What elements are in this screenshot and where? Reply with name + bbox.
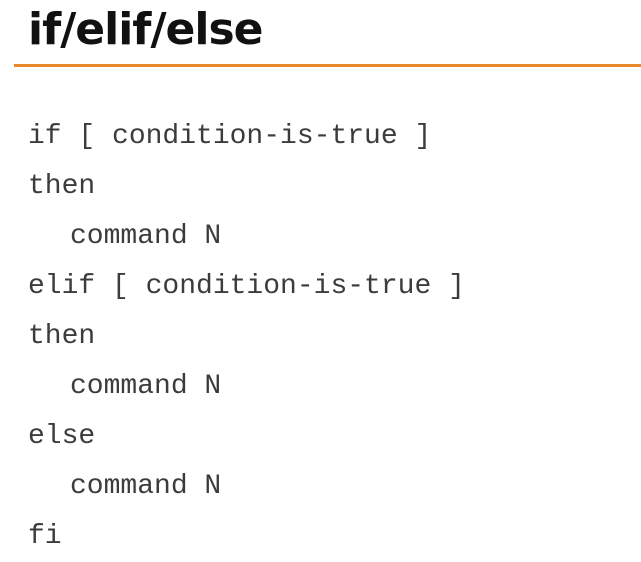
code-line-elif: elif [ condition-is-true ] [28, 271, 465, 302]
code-line-fi: fi [28, 521, 62, 552]
slide-title: if/elif/else [28, 4, 263, 55]
code-line-else: else [28, 421, 96, 452]
code-block: if [ condition-is-true ] then command N … [28, 112, 465, 562]
code-line-command: command N [70, 471, 222, 502]
title-underline [14, 64, 641, 67]
code-line-then: then [28, 171, 96, 202]
code-line-command: command N [70, 221, 222, 252]
code-line-then: then [28, 321, 96, 352]
code-line-command: command N [70, 371, 222, 402]
code-line-if: if [ condition-is-true ] [28, 121, 432, 152]
